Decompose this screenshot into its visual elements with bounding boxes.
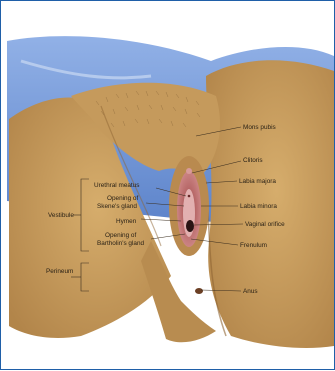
label-frenulum: Frenulum <box>240 242 267 249</box>
label-urethral-meatus: Urethral meatus <box>94 182 139 189</box>
label-perineum: Perineum <box>46 268 73 275</box>
label-bartholin-line1: Opening of <box>105 232 136 239</box>
urethra-shape <box>188 195 191 198</box>
clitoris-shape <box>186 168 192 174</box>
label-anus: Anus <box>243 288 258 295</box>
label-bartholin-line2: Bartholin's gland <box>97 240 144 247</box>
perineum-area <box>141 241 216 342</box>
vaginal-orifice-shape <box>186 220 194 232</box>
label-clitoris: Clitoris <box>243 157 263 164</box>
label-mons-pubis: Mons pubis <box>243 124 276 131</box>
label-hymen: Hymen <box>116 218 137 225</box>
label-labia-minora: Labia minora <box>240 203 277 210</box>
anus-shape <box>195 288 203 294</box>
label-vaginal-orifice: Vaginal orifice <box>245 221 285 228</box>
label-skene-line1: Opening of <box>107 195 138 202</box>
label-labia-majora: Labia majora <box>239 178 276 185</box>
label-skene-line2: Skene's gland <box>97 203 137 210</box>
label-vestibule: Vestibule <box>48 212 74 219</box>
